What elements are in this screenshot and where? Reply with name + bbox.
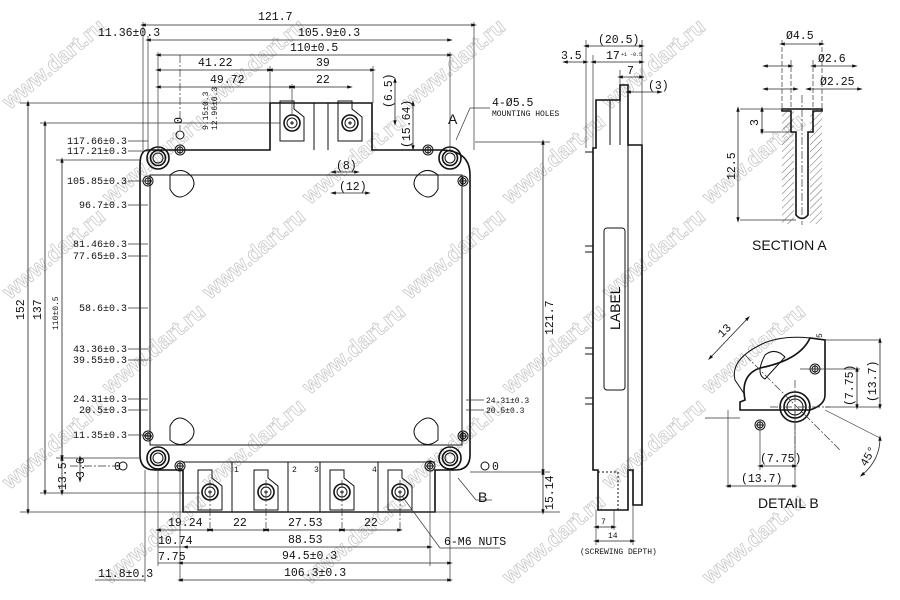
dim-12-96: 12.96±0.3: [211, 87, 220, 130]
terminal-number-3: 3: [314, 466, 319, 475]
side-dim-3-5: 3.5: [561, 50, 582, 63]
zero-right: 0: [492, 461, 499, 474]
detail-dim-7-75-vertical: (7.75): [844, 365, 857, 406]
watermark-text: www.dart.ru: [596, 393, 710, 494]
detail-dim-13: 13: [716, 322, 735, 341]
label-text: LABEL: [607, 286, 623, 330]
left-dim-label: 39.55±0.3: [73, 356, 127, 367]
dim-9-15: 9.15±0.3: [202, 91, 211, 130]
side-dim-14: 14: [608, 532, 618, 541]
left-dim-label: 117.21±0.3: [67, 147, 127, 158]
module-body-outline: [139, 102, 471, 513]
dim-11-36: 11.36±0.3: [98, 27, 160, 40]
left-dim-label: 117.66±0.3: [67, 137, 127, 148]
dim-94-5: 94.5±0.3: [282, 550, 337, 563]
label-b: B: [478, 489, 487, 505]
dim-6-5: (6.5): [383, 73, 396, 108]
dim-105-9: 105.9±0.3: [298, 27, 360, 40]
mounting-holes: [142, 144, 469, 472]
dim-3-6: 3.6: [75, 457, 88, 478]
extension-lines: [20, 22, 560, 582]
top-view: 1 2 3 4: [15, 11, 560, 582]
dim-22-b: 22: [364, 517, 378, 530]
detail-dim-13-7-vertical: (13.7): [867, 361, 880, 402]
left-dim-label: 96.7±0.3: [79, 201, 127, 212]
dim-49-72: 49.72: [210, 74, 245, 87]
detail-b-title: DETAIL B: [758, 495, 819, 511]
dim-20-5-right: 20.5±0.3: [486, 407, 525, 416]
side-dim-7-bottom: 7: [601, 518, 606, 527]
top-terminal-block: [279, 100, 363, 150]
dim-11-8: 11.8±0.3: [98, 568, 153, 581]
left-dim-label: 11.35±0.3: [73, 431, 127, 442]
side-dim-17-tolerance: +1 -0.5: [621, 52, 642, 58]
left-dim-label: 20.5±0.3: [79, 406, 127, 417]
dim-12: (12): [339, 181, 367, 194]
dim-121-7-vertical: 121.7: [544, 300, 557, 335]
dim-27-53: 27.53: [288, 517, 323, 530]
section-a-title: SECTION A: [752, 237, 827, 253]
dim-41-22: 41.22: [198, 57, 233, 70]
watermark-text: www.dart.ru: [296, 108, 410, 209]
dim-15-14: 15.14: [544, 475, 557, 510]
screwing-depth-label: (SCREWING DEPTH): [580, 548, 657, 557]
dim-15-64: (15.64): [401, 100, 414, 148]
left-dim-label: 58.6±0.3: [79, 304, 127, 315]
dim-106-3: 106.3±0.3: [284, 567, 346, 580]
left-dim-label: 81.46±0.3: [73, 240, 127, 251]
center-lines: [70, 55, 401, 530]
left-dim-label: 77.65±0.3: [73, 252, 127, 263]
dim-19-24: 19.24: [168, 517, 203, 530]
dim-39: 39: [316, 57, 330, 70]
dim-13-5: 13.5: [57, 462, 70, 490]
side-view: LABEL (20.5) 3.5 17 +1 -0.5 7 (3) 7 14 (…: [561, 34, 669, 557]
side-dim-20-5: (20.5): [598, 34, 639, 47]
dim-10-74: 10.74: [158, 535, 193, 548]
section-dim-4-5: Ø4.5: [786, 30, 814, 43]
module-lid: [149, 174, 463, 446]
side-dim-3: (3): [648, 80, 669, 93]
watermark-text: www.dart.ru: [396, 203, 510, 304]
nuts-label: 6-M6 NUTS: [444, 536, 506, 549]
side-dim-17: 17: [606, 50, 620, 63]
dim-hole-pitch: 110±0.5: [290, 42, 338, 55]
dim-152: 152: [15, 299, 28, 320]
bottom-terminal-block: 1 2 3 4: [183, 461, 435, 512]
side-dim-7: 7: [627, 65, 634, 78]
detail-dim-13-7-horizontal: (13.7): [741, 473, 782, 486]
dim-8: (8): [336, 160, 357, 173]
terminal-number-4: 4: [372, 466, 377, 475]
dim-overall-width: 121.7: [258, 11, 293, 24]
watermark-text: www.dart.ru: [296, 298, 410, 399]
section-dim-2-25: Ø2.25: [820, 76, 855, 89]
left-dim-label: 43.36±0.3: [73, 345, 127, 356]
dim-88-53: 88.53: [288, 534, 323, 547]
section-dim-2-6: Ø2.6: [818, 53, 846, 66]
detail-dim-7-75-horizontal: (7.75): [760, 453, 801, 466]
section-dim-12-5: 12.5: [726, 152, 739, 180]
dim-110-vertical: 110±0.5: [52, 296, 61, 330]
mounting-holes-label: 4-Ø5.5: [492, 97, 534, 110]
dim-7-75: 7.75: [158, 551, 186, 564]
left-dim-label: 24.31±0.3: [73, 395, 127, 406]
watermark-text: www.dart.ru: [196, 203, 310, 304]
dim-22-top: 22: [316, 74, 330, 87]
mounting-holes-sublabel: MOUNTING HOLES: [492, 110, 559, 119]
terminal-number-1: 1: [234, 466, 239, 475]
dim-137: 137: [32, 299, 45, 320]
section-a: Ø4.5 Ø2.6 Ø2.25 3 12.5 SECTION A: [726, 30, 863, 253]
dim-22-a: 22: [233, 517, 247, 530]
detail-b: 13 5 (7.75) (13.7) 45° (7.75) (13.7) DET…: [705, 315, 882, 511]
detail-dim-5: 5: [816, 333, 825, 338]
terminal-number-2: 2: [292, 466, 297, 475]
section-dim-3: 3: [749, 119, 762, 126]
zero-left: 0: [114, 461, 121, 474]
left-dim-label: 105.85±0.3: [67, 177, 127, 188]
watermark-text: www.dart.ru: [0, 13, 110, 114]
dim-24-31-right: 24.31±0.3: [486, 397, 529, 406]
zero-top: 0: [173, 117, 186, 124]
label-a: A: [448, 111, 458, 127]
